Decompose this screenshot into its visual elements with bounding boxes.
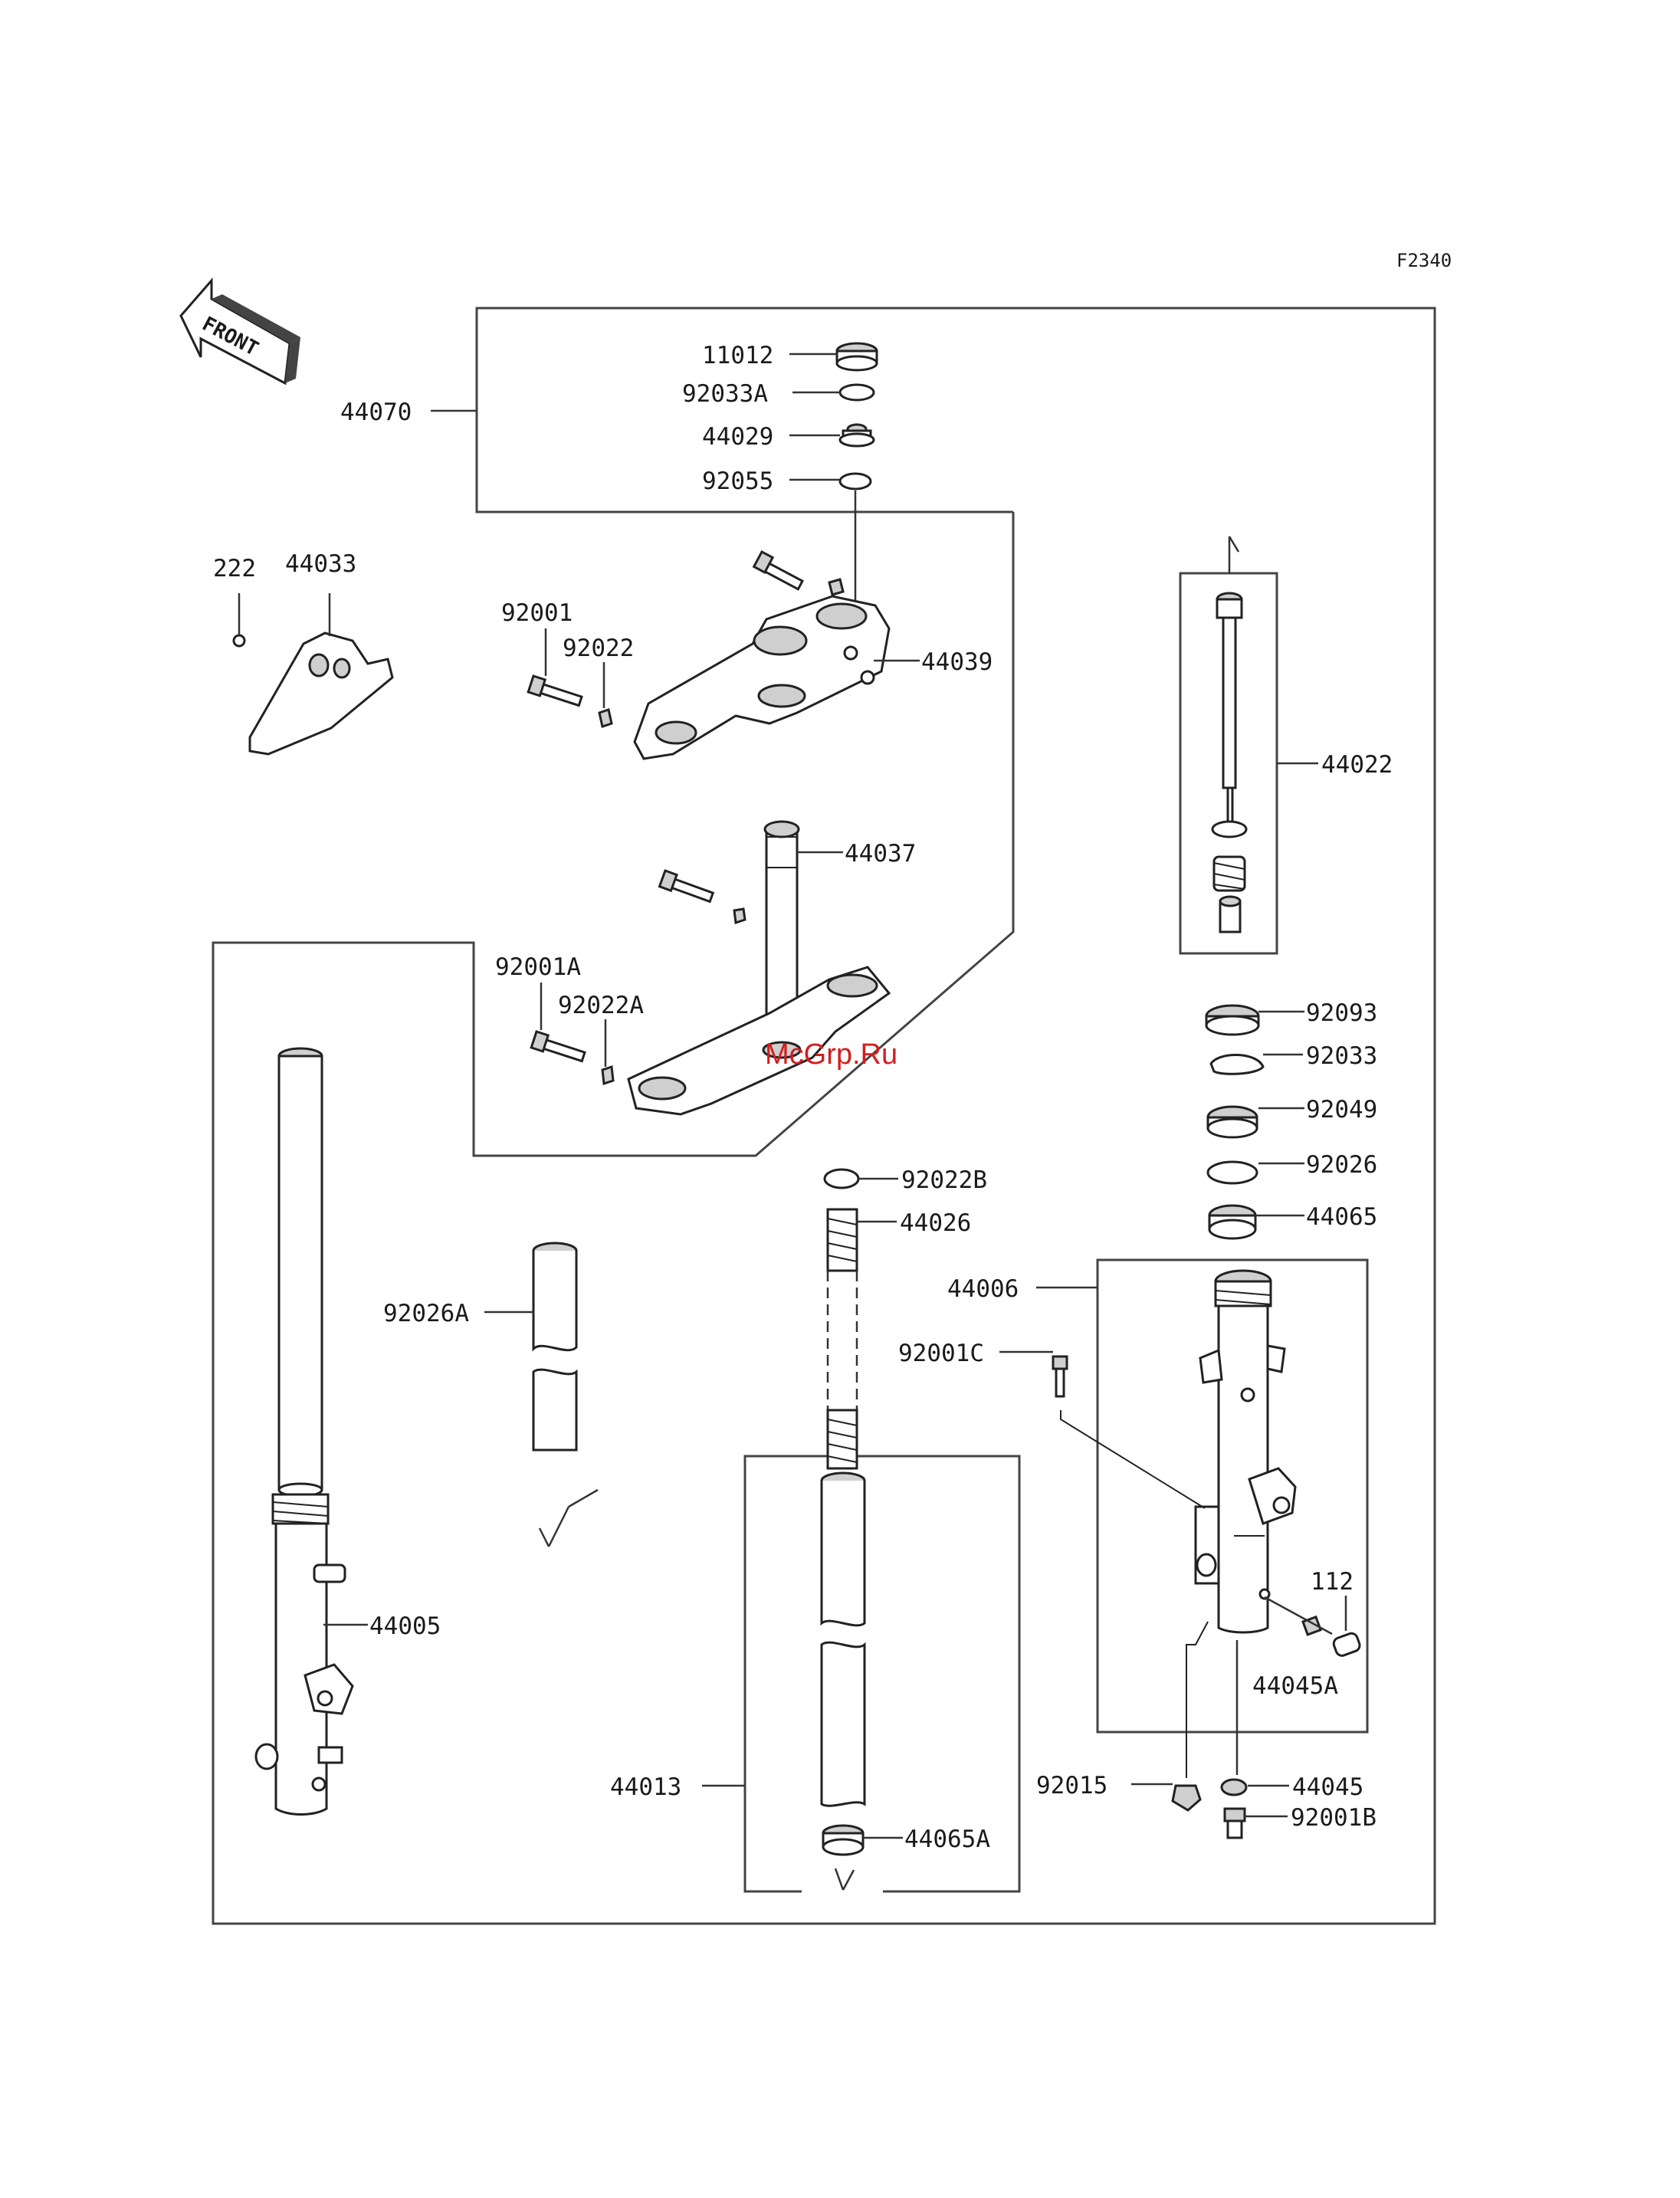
nut-icon	[840, 425, 874, 446]
callout-92055: 92055	[702, 467, 773, 495]
snap-ring-icon	[1211, 1055, 1263, 1074]
left-fork-leg-icon	[256, 1048, 353, 1815]
callout-92001B: 92001B	[1291, 1804, 1376, 1832]
dust-seal-icon	[1208, 1107, 1257, 1137]
callout-44065A: 44065A	[904, 1826, 990, 1853]
washer-icon	[840, 385, 874, 400]
bleed-plug-icon	[1332, 1632, 1361, 1657]
fork-spring-icon	[828, 1209, 857, 1468]
callout-92022B: 92022B	[901, 1166, 987, 1194]
callout-44026: 44026	[900, 1209, 971, 1237]
callout-222: 222	[213, 555, 256, 582]
callout-92022A: 92022A	[558, 992, 644, 1019]
callout-44029: 44029	[702, 423, 773, 451]
bushing-icon	[823, 1826, 863, 1855]
callout-92015: 92015	[1036, 1772, 1107, 1799]
socket-bolt-icon	[1225, 1809, 1245, 1838]
bushing-icon	[1209, 1206, 1255, 1238]
callout-92001C: 92001C	[898, 1340, 984, 1367]
oil-seal-icon	[1206, 1006, 1258, 1035]
callout-44065: 44065	[1306, 1203, 1377, 1231]
callout-44006: 44006	[947, 1275, 1019, 1303]
watermark: McGrp.Ru	[765, 1038, 897, 1071]
inner-tube-icon	[822, 1473, 865, 1890]
callout-92049: 92049	[1306, 1096, 1377, 1124]
right-fork-leg-icon	[1196, 1271, 1295, 1632]
upper-triple-clamp-icon	[635, 596, 889, 759]
callout-11012: 11012	[702, 342, 773, 369]
callout-92033: 92033	[1306, 1042, 1377, 1070]
bolt-icon	[659, 871, 745, 923]
callout-44037: 44037	[845, 840, 916, 868]
bolt-icon	[1053, 1357, 1067, 1396]
callout-44039: 44039	[921, 648, 993, 676]
callout-44045A: 44045A	[1252, 1672, 1338, 1700]
callout-92093: 92093	[1306, 999, 1377, 1027]
callout-labels: 11012 92033A 44029 92055 44070 222 44033…	[213, 342, 1393, 1853]
drain-bolt-icon	[1173, 1786, 1200, 1810]
diagram-code: F2340	[1396, 250, 1452, 271]
callout-92022: 92022	[563, 635, 634, 662]
callout-44005: 44005	[369, 1612, 441, 1640]
o-ring-icon	[840, 474, 871, 489]
callout-92001: 92001	[501, 599, 573, 627]
callout-44045: 44045	[1292, 1773, 1363, 1801]
callout-44022: 44022	[1321, 751, 1393, 779]
bolt-icon	[754, 552, 843, 595]
callout-112: 112	[1311, 1568, 1354, 1596]
callout-92033A: 92033A	[682, 380, 768, 408]
collar-tube-icon	[533, 1243, 598, 1547]
callout-92026: 92026	[1306, 1151, 1377, 1179]
callout-44013: 44013	[610, 1773, 681, 1801]
callout-92026A: 92026A	[383, 1300, 469, 1327]
washer-icon	[1222, 1780, 1246, 1795]
washer-icon	[1208, 1162, 1257, 1183]
cap-plug-icon	[837, 343, 877, 370]
bolt-icon	[528, 676, 612, 727]
front-arrow-icon: FRONT	[181, 280, 300, 383]
bolt-icon	[531, 1032, 613, 1084]
callout-92001A: 92001A	[495, 953, 581, 981]
callout-44033: 44033	[285, 550, 356, 578]
callout-44070: 44070	[340, 399, 412, 426]
o-ring-icon	[825, 1170, 858, 1188]
bracket-icon	[234, 633, 392, 754]
damper-rod-icon	[1212, 536, 1246, 932]
